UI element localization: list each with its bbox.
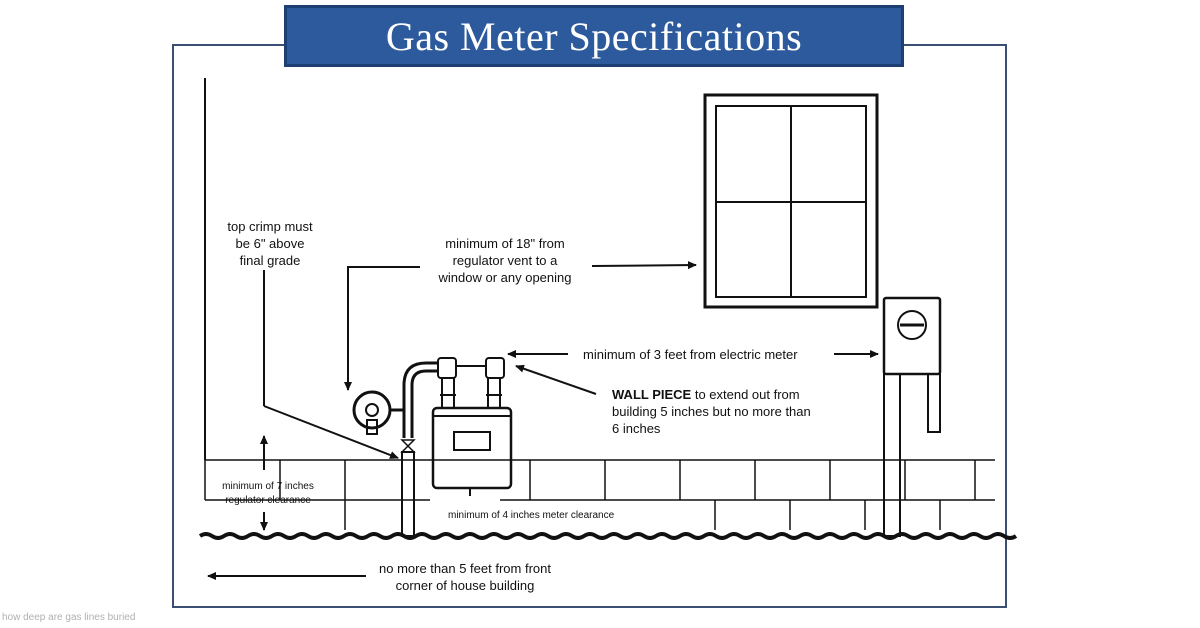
- watermark-text: how deep are gas lines buried: [2, 612, 136, 623]
- electric-meter: [882, 296, 942, 537]
- label-line: window or any opening: [438, 270, 572, 285]
- label-line: 6 inches: [612, 421, 661, 436]
- meter-clearance-label: minimum of 4 inches meter clearance: [448, 510, 615, 521]
- wall-piece-label: WALL PIECE to extend out from building 5…: [612, 386, 842, 437]
- electric-meter-label: minimum of 3 feet from electric meter: [583, 347, 798, 362]
- window-clearance-label: minimum of 18" from regulator vent to a …: [420, 235, 590, 286]
- label-line: minimum of 18" from: [445, 236, 565, 251]
- title-banner: Gas Meter Specifications: [284, 5, 904, 67]
- wall-piece-arrow: [515, 364, 597, 395]
- label-line: be 6" above: [235, 236, 305, 251]
- label-line: building 5 inches but no more than: [612, 404, 811, 419]
- regulator-clearance-label: minimum of 7 inches regulator clearance: [210, 480, 326, 508]
- label-line: corner of house building: [395, 578, 535, 593]
- label-line: final grade: [239, 253, 301, 268]
- gas-riser: [400, 361, 438, 537]
- window-arrow: [591, 261, 697, 270]
- label-line: minimum of 7 inches: [222, 481, 314, 492]
- top-crimp-arrow: [263, 405, 399, 459]
- page-title: Gas Meter Specifications: [385, 13, 803, 59]
- label-line: regulator vent to a: [452, 253, 558, 268]
- wall-piece-bold: WALL PIECE: [612, 387, 692, 402]
- label-line: top crimp must: [227, 219, 313, 234]
- ground-line: [198, 532, 1018, 540]
- regulator: [352, 390, 404, 435]
- window: [703, 93, 879, 309]
- label-line: to extend out from: [691, 387, 800, 402]
- label-line: regulator clearance: [225, 495, 311, 506]
- top-crimp-label: top crimp must be 6" above final grade: [222, 218, 318, 269]
- front-corner-label: no more than 5 feet from front corner of…: [370, 560, 560, 594]
- foundation-wall: [204, 459, 995, 530]
- gas-meter: [431, 357, 513, 496]
- window-regulator-arrow: [344, 266, 420, 391]
- label-line: no more than 5 feet from front: [379, 561, 551, 576]
